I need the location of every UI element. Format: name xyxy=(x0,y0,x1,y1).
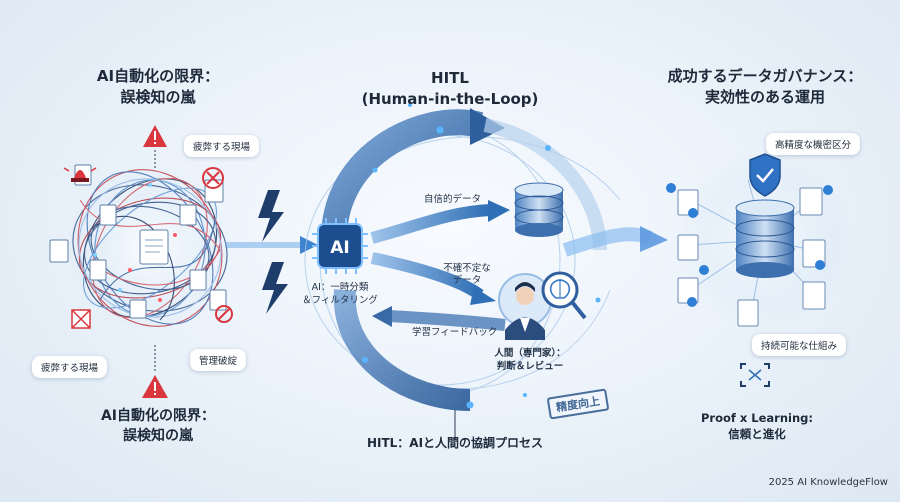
alarm-siren-icon xyxy=(63,167,97,182)
chaos-tangle xyxy=(49,163,235,333)
uncertain-data-line2: データ xyxy=(452,275,482,286)
left-title-bottom-line2: 誤検知の嵐 xyxy=(123,428,193,444)
hitl-loop xyxy=(304,103,621,440)
scan-focus-icon xyxy=(740,363,770,387)
proof-learning-line1: Proof x Learning: xyxy=(700,411,814,425)
prohibited-icon xyxy=(215,305,233,323)
right-title-line1: 成功するデータガバナンス： xyxy=(667,67,863,85)
human-caption-line1: 人間（専門家）： xyxy=(494,348,566,359)
database-icon xyxy=(514,182,564,237)
left-title-top: AI自動化の限界： 誤検知の嵐 xyxy=(78,66,238,108)
right-title-line2: 実効性のある運用 xyxy=(704,88,825,106)
uncertain-data-line1: 不確不定な xyxy=(443,263,491,274)
human-caption-line2: 判断＆レビュー xyxy=(496,361,564,372)
left-title-top-line2: 誤検知の嵐 xyxy=(120,88,196,106)
proof-learning-title: Proof x Learning: 信頼と進化 xyxy=(682,410,832,442)
governance-failure-label: 管理破綻 xyxy=(190,349,247,371)
human-caption: 人間（専門家）： 判断＆レビュー xyxy=(475,347,585,373)
left-title-top-line1: AI自動化の限界： xyxy=(96,67,220,85)
uncertain-data-label: 不確不定な データ xyxy=(432,263,502,287)
warning-icon-bottom xyxy=(142,375,168,398)
center-title-line1: HITL xyxy=(431,69,469,87)
fatigue-label-top: 疲弊する現場 xyxy=(184,135,260,157)
learning-feedback-label: 学習フィードバック xyxy=(412,327,498,338)
governance-hub xyxy=(666,152,853,328)
shield-check-icon xyxy=(749,153,781,197)
blocked-document-icon xyxy=(71,309,91,329)
high-precision-label: 高精度な機密区分 xyxy=(766,133,861,155)
ai-chip-label: AI xyxy=(330,238,350,258)
left-title-bottom-line1: AI自動化の限界： xyxy=(100,408,216,424)
ai-chip-icon xyxy=(312,218,368,274)
center-title-line2: (Human-in-the-Loop) xyxy=(361,90,539,108)
confident-data-label: 自信的データ xyxy=(424,194,482,205)
right-title: 成功するデータガバナンス： 実効性のある運用 xyxy=(650,66,880,108)
center-title: HITL (Human-in-the-Loop) xyxy=(350,68,550,110)
magnifier-brain-icon xyxy=(541,271,587,320)
ai-caption: AI：一時分類 ＆フィルタリング xyxy=(285,281,395,307)
footer-copyright: 2025 AI KnowledgeFlow xyxy=(768,477,888,488)
warning-icon xyxy=(143,125,167,147)
proof-learning-line2: 信頼と進化 xyxy=(728,427,786,441)
left-title-bottom: AI自動化の限界： 誤検知の嵐 xyxy=(78,406,238,446)
lightning-bolts xyxy=(258,190,288,314)
sustainable-label: 持続可能な仕組み xyxy=(752,334,847,356)
hitl-bottom-caption: HITL：AIと人間の協調プロセス xyxy=(366,436,544,450)
fatigue-label-bottom: 疲弊する現場 xyxy=(32,356,108,378)
ai-caption-line1: AI：一時分類 xyxy=(311,282,369,293)
blocked-x-icon xyxy=(202,167,224,189)
ai-caption-line2: ＆フィルタリング xyxy=(302,295,378,306)
